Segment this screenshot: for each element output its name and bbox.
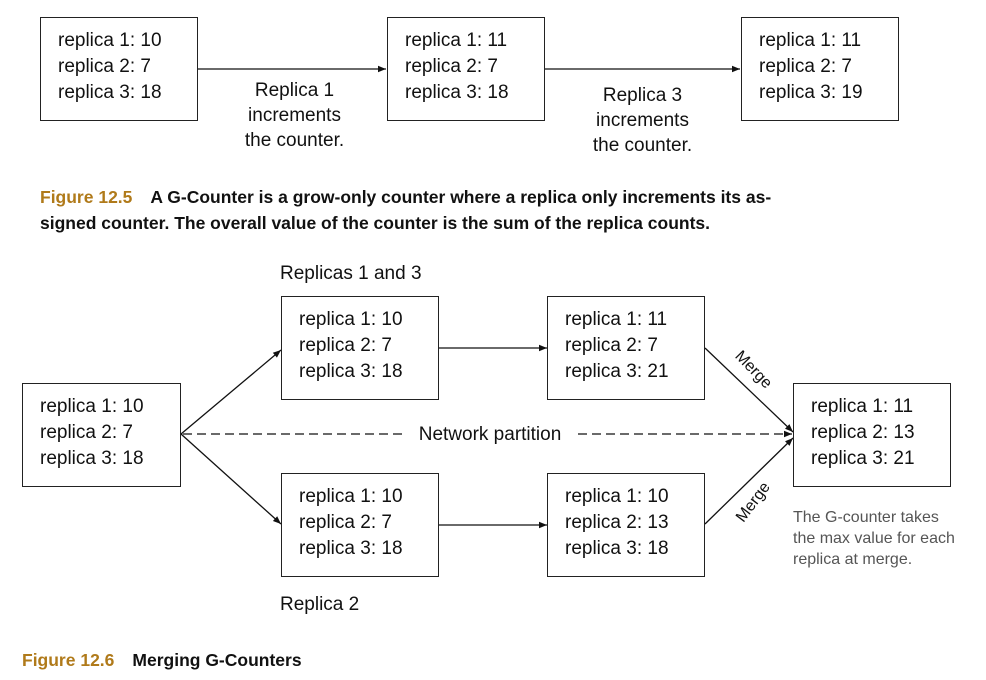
replica-2-value: replica 2: 13	[565, 512, 669, 533]
replica-2-value: replica 2: 13	[811, 422, 915, 443]
replica-1-value: replica 1: 11	[405, 30, 508, 51]
replica-1-value: replica 1: 10	[40, 396, 144, 417]
replica-2-value: replica 2: 7	[759, 56, 852, 77]
figure-12-5-number: Figure 12.5	[40, 187, 133, 207]
f6-state-box-bottom-b: replica 1: 10 replica 2: 13 replica 3: 1…	[547, 473, 705, 577]
replica-3-value: replica 3: 18	[58, 82, 162, 103]
f6-state-box-merged: replica 1: 11 replica 2: 13 replica 3: 2…	[793, 383, 951, 487]
replica-1-value: replica 1: 10	[299, 309, 403, 330]
merge-label-bottom: Merge	[733, 479, 774, 526]
arrow-top-merge	[704, 347, 794, 433]
arrow-initial-to-top	[180, 349, 282, 435]
f6-state-box-initial: replica 1: 10 replica 2: 7 replica 3: 18	[22, 383, 181, 487]
replica-3-value: replica 3: 18	[299, 538, 403, 559]
arrow-bottom-merge	[704, 437, 794, 525]
arrow-initial-to-bottom	[180, 433, 282, 525]
f6-state-box-bottom-a: replica 1: 10 replica 2: 7 replica 3: 18	[281, 473, 439, 577]
figure-12-5-caption-line2: signed counter. The overall value of the…	[40, 213, 710, 233]
replica-2-value: replica 2: 7	[299, 335, 392, 356]
replica-3-value: replica 3: 18	[565, 538, 669, 559]
top-branch-label: Replicas 1 and 3	[280, 263, 422, 284]
replica-2-value: replica 2: 7	[299, 512, 392, 533]
replica-1-value: replica 1: 11	[759, 30, 862, 51]
figure-12-6-caption: Figure 12.6 Merging G-Counters	[22, 647, 302, 673]
replica-1-value: replica 1: 11	[811, 396, 914, 417]
replica-3-value: replica 3: 18	[299, 361, 403, 382]
network-partition-label: Network partition	[418, 424, 562, 445]
replica-2-value: replica 2: 7	[405, 56, 498, 77]
figure-12-5-caption: Figure 12.5 A G-Counter is a grow-only co…	[40, 184, 970, 236]
f5-state-box-after-replica3: replica 1: 11 replica 2: 7 replica 3: 19	[741, 17, 899, 121]
replica-1-value: replica 1: 11	[565, 309, 668, 330]
figure-12-5-caption-line1: A G-Counter is a grow-only counter where…	[150, 187, 772, 207]
replica-1-value: replica 1: 10	[565, 486, 669, 507]
replica-3-value: replica 3: 18	[405, 82, 509, 103]
f6-state-box-top-b: replica 1: 11 replica 2: 7 replica 3: 21	[547, 296, 705, 400]
bottom-branch-label: Replica 2	[280, 594, 360, 615]
figure-12-6-number: Figure 12.6	[22, 650, 115, 670]
figure-12-6-caption-text: Merging G-Counters	[132, 650, 302, 670]
f6-state-box-top-a: replica 1: 10 replica 2: 7 replica 3: 18	[281, 296, 439, 400]
f5-state-box-after-replica1: replica 1: 11 replica 2: 7 replica 3: 18	[387, 17, 545, 121]
merge-label-top: Merge	[731, 348, 775, 393]
f5-state-box-initial: replica 1: 10 replica 2: 7 replica 3: 18	[40, 17, 198, 121]
f5-transition-label-replica3: Replica 3 increments the counter.	[592, 85, 693, 156]
replica-1-value: replica 1: 10	[299, 486, 403, 507]
replica-1-value: replica 1: 10	[58, 30, 162, 51]
replica-3-value: replica 3: 18	[40, 448, 144, 469]
merge-rule-note: The G-counter takes the max value for ea…	[793, 509, 955, 568]
replica-2-value: replica 2: 7	[40, 422, 133, 443]
replica-3-value: replica 3: 21	[565, 361, 669, 382]
replica-3-value: replica 3: 19	[759, 82, 863, 103]
f5-transition-label-replica1: Replica 1 increments the counter.	[244, 80, 345, 151]
replica-3-value: replica 3: 21	[811, 448, 915, 469]
replica-2-value: replica 2: 7	[58, 56, 151, 77]
replica-2-value: replica 2: 7	[565, 335, 658, 356]
